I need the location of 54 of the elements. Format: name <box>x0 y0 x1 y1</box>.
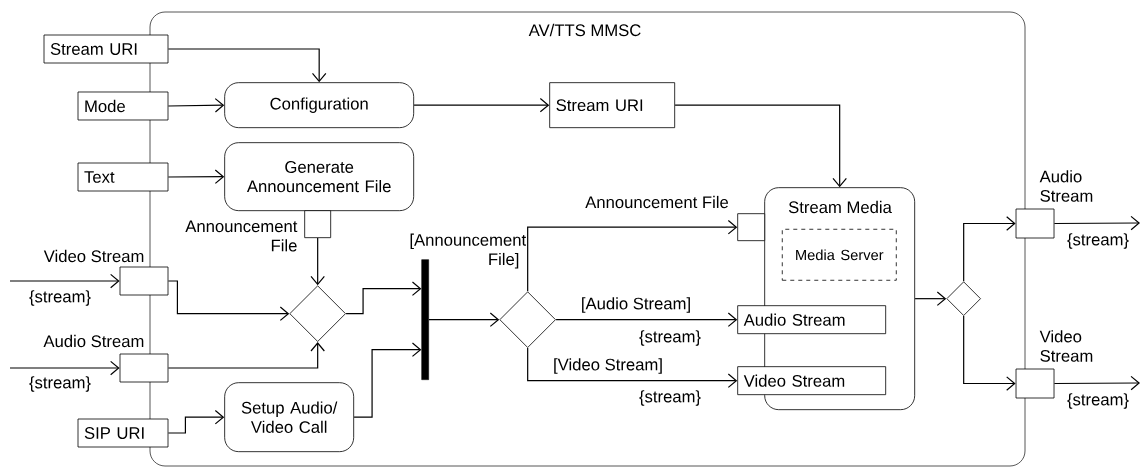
arrow <box>963 315 1016 391</box>
arrow <box>167 169 225 184</box>
action-box: Generate Announcement File <box>224 142 415 212</box>
object-box: Stream URI <box>43 34 169 64</box>
arrow <box>527 347 738 388</box>
pin-label: Video Stream <box>43 249 144 263</box>
arrow <box>167 342 325 369</box>
edge-label: [Audio Stream] <box>579 295 693 315</box>
arrow <box>167 98 225 113</box>
edge-label: [Announcement File] <box>410 233 527 269</box>
merge-diamond <box>289 285 346 342</box>
stream-label: {stream} <box>639 390 701 406</box>
arrow <box>345 281 422 315</box>
arrow <box>9 273 120 289</box>
arrow <box>674 104 847 188</box>
fork-bar <box>421 259 429 380</box>
pin-label: Video Stream <box>1039 330 1093 362</box>
object-box: Mode <box>77 91 169 121</box>
stream-label: {stream} <box>29 290 91 306</box>
object-box: SIP URI <box>77 418 169 448</box>
arrow <box>167 409 225 434</box>
action-box: Configuration <box>224 82 415 129</box>
pin-label: Announcement File <box>585 195 729 209</box>
arrow <box>1053 215 1140 231</box>
arrow <box>914 291 947 306</box>
stream-label: {stream} <box>29 376 91 392</box>
arrow <box>555 312 738 327</box>
stream-label: {stream} <box>1067 233 1129 249</box>
object-box: Video Stream <box>737 366 887 396</box>
edge-label: [Video Stream] <box>551 356 665 376</box>
action-box: Setup Audio/ Video Call <box>224 382 355 453</box>
arrow <box>9 360 120 376</box>
stream-label: {stream} <box>639 330 701 346</box>
frame-title: AV/TTS MMSC <box>528 23 641 37</box>
stream-label: {stream} <box>1067 393 1129 409</box>
arrow <box>167 280 290 321</box>
decision-diamond <box>946 281 981 316</box>
object-box: Text <box>77 162 169 192</box>
arrow <box>428 312 500 327</box>
object-box: Stream URI <box>549 82 676 129</box>
arrow <box>413 97 550 113</box>
object-box: Audio Stream <box>737 305 887 335</box>
pin-label: Audio Stream <box>43 334 144 348</box>
box-title: Stream Media <box>788 200 892 214</box>
arrow <box>963 216 1016 282</box>
arrow <box>1053 375 1140 391</box>
pin-label: Announcement File <box>185 220 298 252</box>
decision-diamond <box>499 291 556 348</box>
arrow <box>167 48 327 83</box>
arrow <box>353 342 422 418</box>
arrow <box>527 219 738 292</box>
arrow <box>310 237 325 286</box>
pin-label: Audio Stream <box>1039 170 1093 202</box>
server-box: Media Server <box>781 228 897 281</box>
